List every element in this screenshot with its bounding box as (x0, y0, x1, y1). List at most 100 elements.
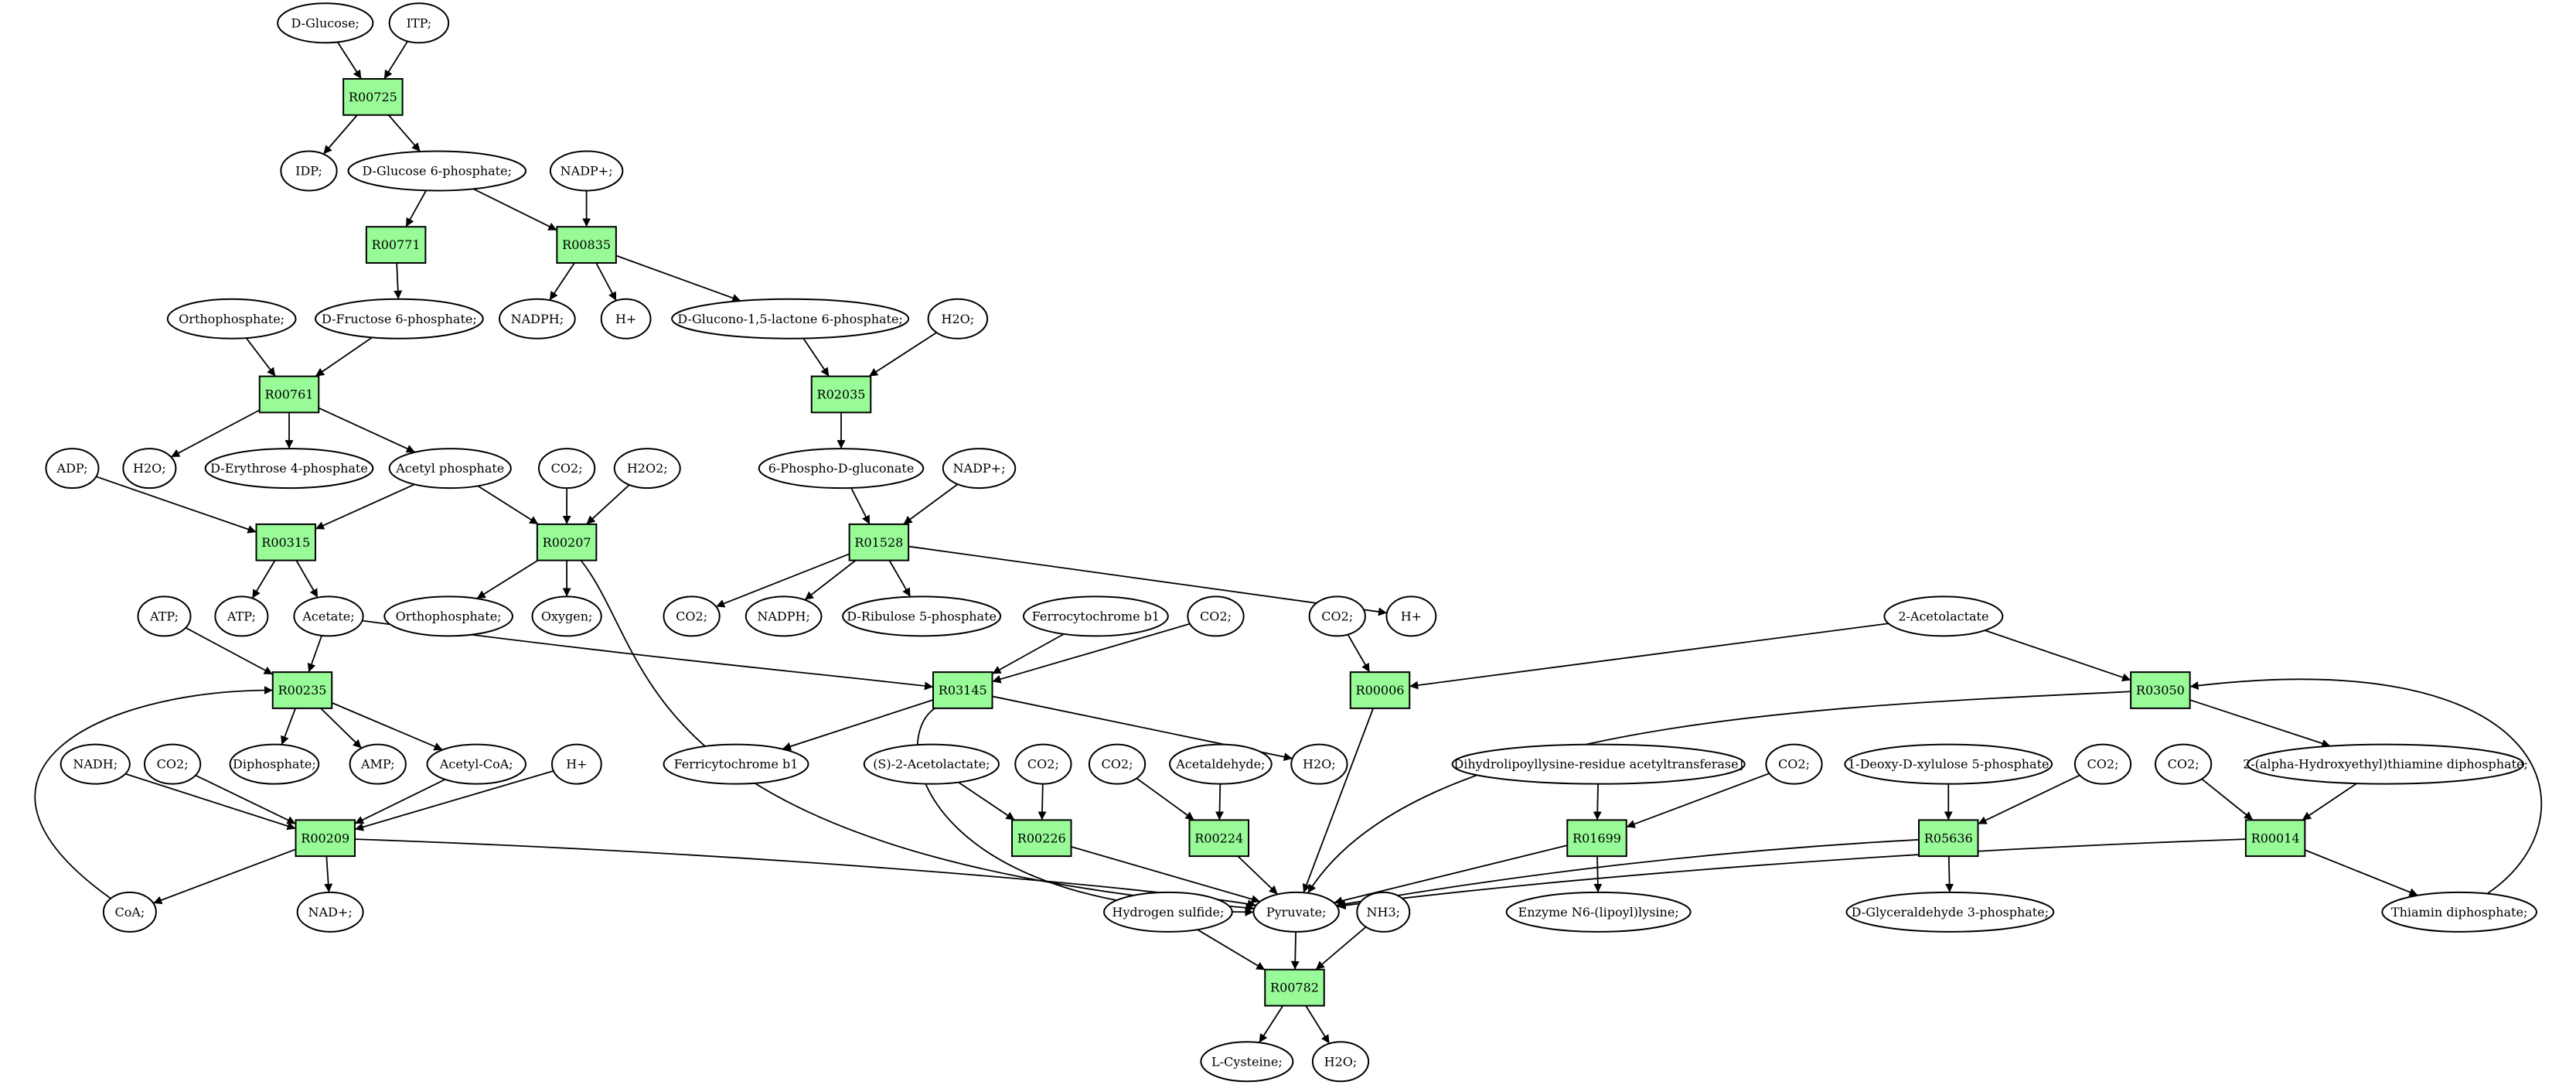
node-label: Pyruvate; (1266, 905, 1327, 920)
node-shape (1451, 743, 1746, 785)
compound-node-amp: AMP; (349, 743, 407, 785)
edge-h2o2-to-r00207 (585, 484, 630, 525)
node-shape (1883, 595, 2004, 637)
node-shape (927, 298, 989, 339)
node-label: R00224 (1194, 831, 1243, 845)
compound-node-f6p: D-Fructose 6-phosphate; (315, 298, 484, 339)
node-shape (531, 595, 602, 637)
node-label: R00226 (1017, 831, 1066, 845)
node-label: CO2; (1200, 609, 1232, 623)
edge-r00782-to-h2o_d (1305, 1005, 1331, 1044)
edge-adp-to-r00315 (96, 476, 257, 534)
edge-r00725-to-g6p (387, 114, 421, 152)
node-shape (1349, 671, 1411, 709)
edge-f6p-to-r00761 (315, 336, 373, 377)
node-label: CO2; (1778, 757, 1810, 772)
node-label: R00207 (543, 535, 591, 550)
node-label: (S)-2-Acetolactate; (873, 757, 990, 772)
node-shape (2247, 743, 2524, 785)
compound-node-acetate: Acetate; (293, 595, 364, 637)
edge-ortho1-to-r00761 (245, 337, 276, 377)
node-shape (1088, 743, 1147, 785)
edge-coa-to-r00235 (34, 686, 273, 899)
node-label: R00014 (2251, 831, 2300, 845)
compound-node-e4p: D-Erythrose 4-phosphate (204, 448, 374, 490)
edge-r00226-to-pyruvate (1071, 845, 1261, 904)
edge-r03145-to-pyruvate (916, 708, 1254, 916)
edge-r00209-to-nadp_plus (324, 856, 333, 892)
node-label: 2-Acetolactate (1898, 609, 1988, 623)
node-label: H2O2; (627, 461, 668, 476)
node-label: NADPH; (511, 312, 564, 326)
node-label: ITP; (407, 15, 432, 30)
node-label: R01699 (1573, 831, 1621, 845)
edge-nh3-to-r00782 (1315, 926, 1367, 971)
reaction-node-r00725: R00725 (342, 78, 404, 116)
compound-node-nadph1: NADPH; (499, 298, 576, 339)
edge-glucono-to-r02035 (802, 338, 830, 377)
compound-node-dglucose: D-Glucose; (277, 2, 374, 44)
edge-acetylp-to-r00207 (477, 485, 539, 525)
edge-r00761-to-acetylp (318, 407, 416, 453)
node-shape (551, 743, 602, 785)
node-label: R05636 (1924, 831, 1973, 845)
node-shape (1014, 743, 1072, 785)
compound-node-pgluc: 6-Phospho-D-gluconate (758, 448, 925, 490)
edge-r00782-to-lcys (1258, 1005, 1284, 1043)
node-shape (810, 375, 872, 414)
compound-node-co2_d: CO2; (1308, 595, 1366, 637)
node-shape (1566, 819, 1627, 858)
compound-node-acetylp: Acetyl phosphate (388, 448, 512, 490)
compound-node-s2acet: (S)-2-Acetolactate; (863, 743, 1000, 785)
edge-r01528-to-nadph2 (804, 559, 857, 601)
compound-node-co2_g: CO2; (1088, 743, 1147, 785)
compound-node-ortho2: Orthophosphate; (383, 595, 513, 637)
node-label: R00725 (349, 90, 397, 104)
reaction-node-r00771: R00771 (365, 226, 427, 264)
edge-r00224-to-pyruvate (1237, 855, 1279, 896)
node-label: Orthophosphate; (396, 609, 502, 623)
node-shape (1385, 595, 1437, 637)
node-label: R01528 (854, 535, 903, 550)
edge-hydroxy-to-r00014 (2302, 783, 2357, 821)
node-shape (365, 226, 427, 264)
reaction-node-r00782: R00782 (1264, 968, 1325, 1007)
edge-r00014-to-tpp (2305, 849, 2418, 896)
edge-tpp-to-r03050 (2189, 678, 2543, 895)
node-shape (45, 448, 100, 490)
node-label: ATP; (149, 609, 179, 623)
node-label: ATP; (227, 609, 256, 623)
compound-node-co2_f: CO2; (1014, 743, 1072, 785)
node-shape (663, 595, 721, 637)
node-label: CO2; (1321, 609, 1353, 623)
node-label: R00835 (562, 237, 611, 252)
node-label: 2-(alpha-Hydroxyethyl)thiamine diphospha… (2243, 757, 2528, 772)
node-label: H+ (615, 312, 636, 326)
reaction-node-r01699: R01699 (1566, 819, 1627, 858)
node-label: Oxygen; (541, 609, 593, 623)
edge-dihydro-to-r01699 (1593, 783, 1602, 821)
compound-node-h1: H+ (600, 298, 652, 339)
compound-node-co2_j: CO2; (2155, 743, 2213, 785)
reaction-node-r00835: R00835 (556, 226, 617, 264)
reaction-node-r00224: R00224 (1188, 819, 1249, 858)
edge-r01528-to-h2 (908, 545, 1388, 616)
compound-node-tpp: Thiamin diphosphate; (2381, 891, 2537, 933)
edge-r00209-to-coa (152, 848, 296, 905)
compound-node-glucono: D-Glucono-1,5-lactone 6-phosphate; (671, 298, 910, 339)
node-label: H2O; (1324, 1054, 1358, 1069)
node-label: Enzyme N6-(lipoyl)lysine; (1518, 905, 1679, 920)
node-shape (1844, 743, 2053, 785)
reaction-node-r00014: R00014 (2244, 819, 2306, 858)
compound-node-lcys: L-Cysteine; (1200, 1041, 1294, 1083)
compound-node-acetald: Acetaldehyde; (1169, 743, 1273, 785)
compound-node-adp: ADP; (45, 448, 100, 490)
node-label: Orthophosphate; (179, 312, 285, 326)
edge-co2_c-to-r03145 (992, 623, 1191, 684)
node-shape (2244, 819, 2306, 858)
node-shape (556, 226, 617, 264)
node-shape (383, 595, 513, 637)
edge-r00014-to-pyruvate (1337, 838, 2246, 910)
node-shape (663, 743, 809, 785)
